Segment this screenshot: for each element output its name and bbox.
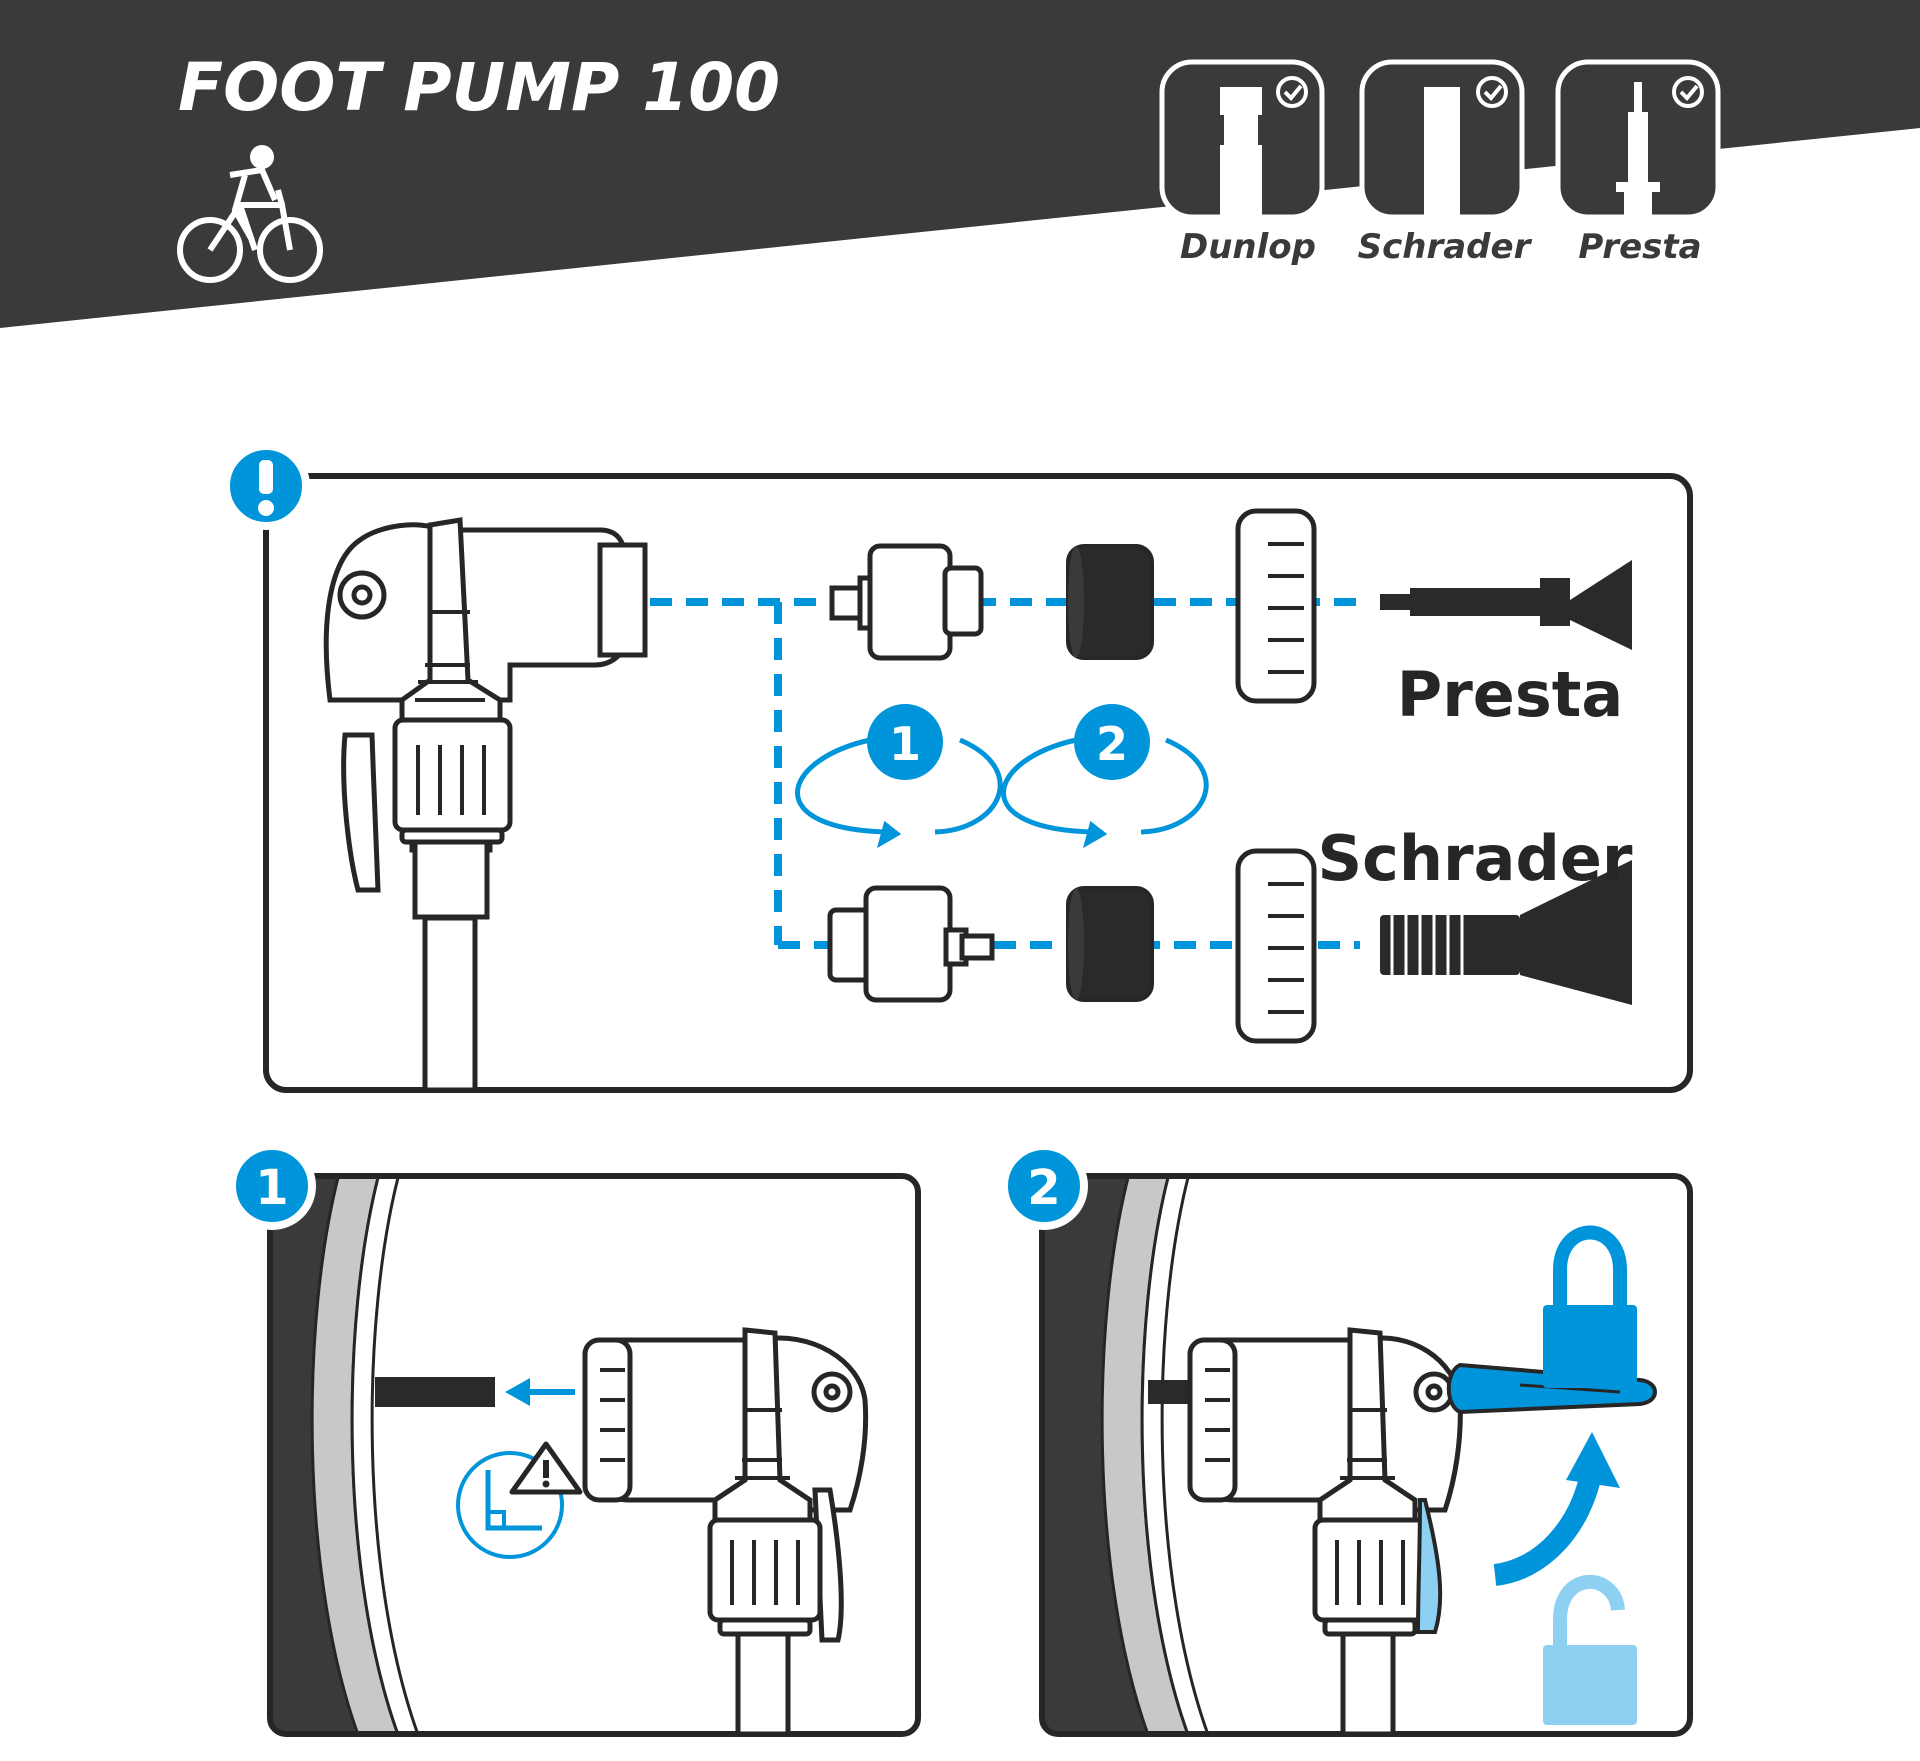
check-icon <box>1672 76 1704 108</box>
lock-icon <box>1543 1225 1637 1388</box>
svg-text:1: 1 <box>889 717 921 771</box>
insert-arrow <box>505 1378 575 1406</box>
angle-hint <box>456 1441 583 1559</box>
valve-icon-schrader <box>1359 59 1525 220</box>
cyclist-icon <box>177 145 323 283</box>
step1-pump-head <box>582 1327 869 1737</box>
step2-badge: 2 <box>1000 1142 1088 1230</box>
lever-open-ghost <box>1415 1498 1443 1634</box>
schrader-cap-part <box>1238 851 1314 1041</box>
warning-icon <box>509 1441 583 1495</box>
presta-cap-part <box>1238 511 1314 701</box>
tire-valve-stem <box>1148 1380 1188 1404</box>
presta-label: Presta <box>1397 658 1623 731</box>
valve-icon-dunlop <box>1159 59 1325 220</box>
unlock-icon <box>1543 1575 1637 1725</box>
right-angle-icon <box>485 1470 542 1531</box>
exclamation-icon <box>259 460 273 494</box>
svg-text:1: 1 <box>255 1160 288 1216</box>
schrader-valve-part <box>1380 860 1632 1005</box>
presta-seal-part <box>1066 544 1154 660</box>
step2-pump-head <box>1187 1327 1463 1737</box>
presta-valve-part <box>1380 560 1632 650</box>
page-title: FOOT PUMP 100 <box>178 49 780 126</box>
check-icon <box>1476 76 1508 108</box>
step1-badge: 1 <box>228 1142 316 1230</box>
schrader-label: Schrader <box>1318 822 1633 895</box>
svg-text:2: 2 <box>1096 717 1128 771</box>
rotate-step-2: 2 <box>1001 704 1209 849</box>
valve-label-dunlop: Dunlop <box>1180 227 1316 267</box>
valve-icon-presta <box>1555 59 1721 220</box>
lever-up-arrow <box>1493 1432 1620 1586</box>
valve-label-presta: Presta <box>1578 227 1701 267</box>
pump-head-illustration <box>323 517 648 1093</box>
presta-adapter-part <box>829 543 984 661</box>
valve-label-schrader: Schrader <box>1358 227 1533 267</box>
rotate-step-1: 1 <box>795 704 1003 849</box>
check-icon <box>1276 76 1308 108</box>
tire-valve-stem <box>375 1377 495 1407</box>
schrader-seal-part <box>1066 886 1154 1002</box>
schrader-adapter-part <box>827 885 995 1003</box>
exclamation-badge <box>222 442 310 530</box>
svg-text:2: 2 <box>1027 1160 1060 1216</box>
